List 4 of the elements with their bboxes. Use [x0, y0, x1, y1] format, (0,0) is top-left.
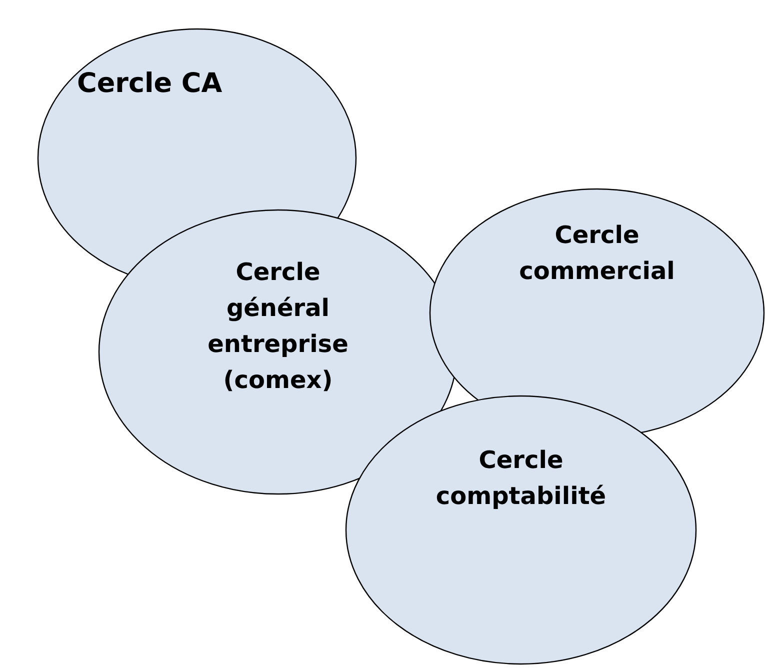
- circle-label: Cercle comptabilité: [434, 445, 608, 512]
- circle-label: Cercle commercial: [518, 220, 676, 287]
- circle-label: Cercle CA: [77, 67, 224, 101]
- circle-label: Cercle général entreprise (comex): [206, 257, 350, 396]
